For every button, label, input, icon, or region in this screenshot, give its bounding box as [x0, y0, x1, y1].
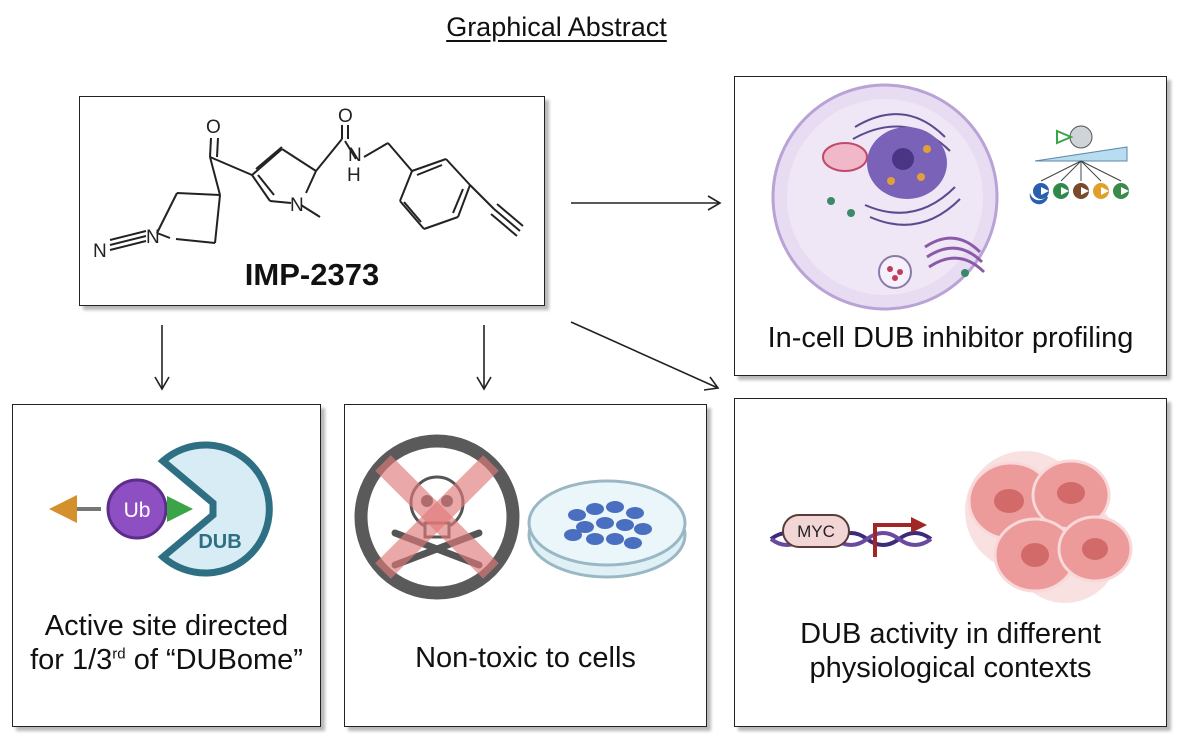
probe-competition-icon	[1029, 125, 1129, 205]
cell-illustration	[771, 83, 1129, 311]
contexts-caption: DUB activity in different physiological …	[735, 617, 1166, 685]
transcription-arrow-icon	[873, 523, 913, 557]
active-site-caption-line2: for 1/3rd of “DUBome”	[30, 644, 303, 676]
active-site-caption: Active site directed for 1/3rd of “DUBom…	[13, 609, 320, 677]
atom-n-amide: N	[348, 145, 362, 166]
compound-panel: O O N H N N N IMP-2373	[79, 96, 545, 306]
contexts-panel: MYC DUB activity in different physiologi…	[734, 398, 1167, 727]
atom-n-pyrrolidine: N	[146, 227, 160, 248]
petri-dish-icon	[527, 479, 687, 579]
myc-label: MYC	[797, 522, 835, 541]
dub-dots-icon	[887, 145, 931, 185]
arrow-to-contexts	[570, 321, 720, 391]
tag-icon	[49, 495, 77, 523]
myc-protein-icon	[782, 514, 850, 548]
contexts-caption-line1: DUB activity in different	[800, 618, 1101, 650]
dub-enzyme-icon	[157, 441, 273, 577]
nontoxic-caption: Non-toxic to cells	[415, 642, 636, 674]
imp-2373-structure: O O N H N N N	[93, 106, 524, 262]
atom-h-amide: H	[347, 165, 361, 186]
contexts-caption-line2: physiological contexts	[809, 652, 1092, 684]
profiling-caption: In-cell DUB inhibitor profiling	[767, 322, 1134, 354]
warhead-icon	[167, 496, 193, 522]
arrow-to-nontoxic	[476, 325, 492, 391]
page-title: Graphical Abstract	[446, 12, 667, 42]
atom-n-pyrrole: N	[290, 195, 304, 216]
ub-label: Ub	[124, 499, 151, 522]
arrow-to-profiling	[571, 195, 722, 211]
red-cross-icon	[375, 455, 499, 579]
atom-o2: O	[338, 106, 353, 127]
active-site-caption-line1: Active site directed	[44, 610, 289, 642]
ubiquitin-icon	[106, 478, 168, 540]
dub-label: DUB	[198, 531, 241, 553]
profiling-panel: In-cell DUB inhibitor profiling	[734, 76, 1167, 376]
vesicle-icon	[878, 255, 912, 289]
ub-dub-illustration: Ub DUB	[49, 441, 273, 577]
active-site-panel: Ub DUB Active site directed for 1/3rd of…	[12, 404, 321, 727]
nontoxic-illustration	[354, 434, 687, 600]
mitochondrion-icon	[822, 142, 868, 172]
tumor-cells-icon	[965, 451, 1133, 603]
contexts-illustration: MYC	[769, 451, 1133, 603]
arrow-to-active-site	[154, 325, 170, 391]
atom-o1: O	[206, 117, 221, 138]
nontoxic-panel: Non-toxic to cells	[344, 404, 707, 727]
atom-n-nitrile: N	[93, 241, 107, 262]
compound-name: IMP-2373	[244, 257, 380, 292]
golgi-icon	[924, 236, 986, 274]
